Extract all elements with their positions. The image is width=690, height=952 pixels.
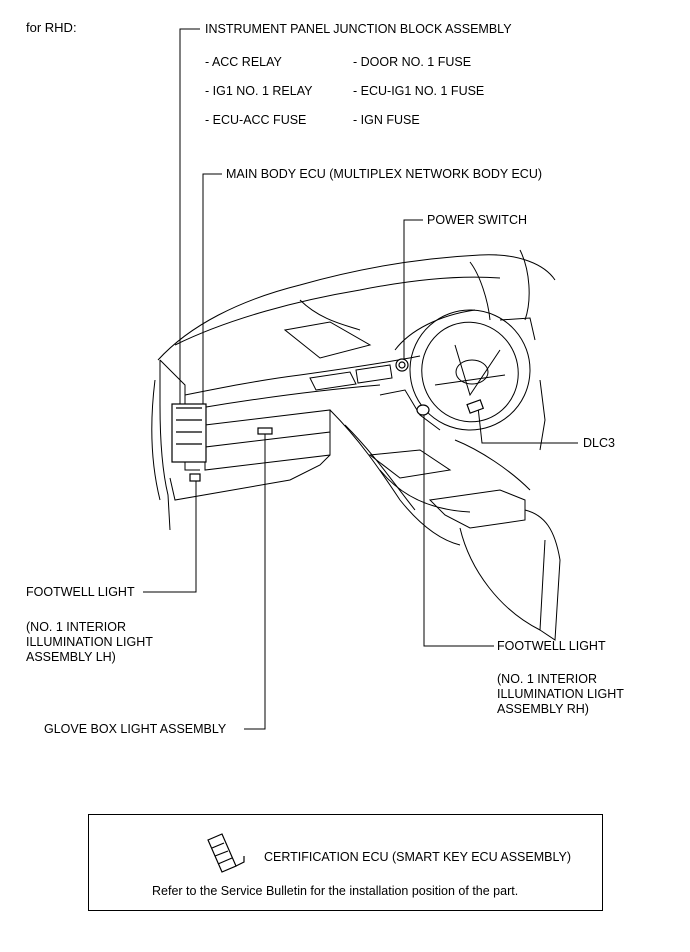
main-body-ecu-label: MAIN BODY ECU (MULTIPLEX NETWORK BODY EC… xyxy=(226,167,543,181)
junction-item: - IG1 NO. 1 RELAY xyxy=(205,84,313,98)
footwell-lh-subtitle: ASSEMBLY LH) xyxy=(26,650,116,664)
power-switch-shape xyxy=(395,358,409,372)
leader-footwell-rh xyxy=(423,414,494,647)
footwell-lh-subtitle: ILLUMINATION LIGHT xyxy=(26,635,153,649)
footwell-lh-subtitle: (NO. 1 INTERIOR xyxy=(26,620,127,634)
footwell-lh-shape xyxy=(189,473,201,482)
junction-block-title: INSTRUMENT PANEL JUNCTION BLOCK ASSEMBLY xyxy=(205,22,512,36)
junction-item: - ECU-ACC FUSE xyxy=(205,113,307,127)
footwell-rh-shape xyxy=(416,404,430,416)
variant-label: for RHD: xyxy=(26,20,77,35)
glove-box-label: GLOVE BOX LIGHT ASSEMBLY xyxy=(44,722,227,736)
junction-block-shape xyxy=(171,403,207,463)
leader-power-switch xyxy=(403,219,423,362)
leader-lines xyxy=(143,28,578,730)
footwell-rh-subtitle: ASSEMBLY RH) xyxy=(497,702,589,716)
dlc3-label: DLC3 xyxy=(583,436,615,450)
leader-junction-block xyxy=(179,28,200,405)
footwell-lh-title: FOOTWELL LIGHT xyxy=(26,585,135,599)
footwell-rh-title: FOOTWELL LIGHT xyxy=(497,639,606,653)
certification-ecu-label: CERTIFICATION ECU (SMART KEY ECU ASSEMBL… xyxy=(264,850,572,864)
leader-glove-box xyxy=(244,434,266,730)
component-shapes xyxy=(171,358,485,482)
leader-dlc3 xyxy=(477,406,578,444)
junction-item: - ACC RELAY xyxy=(205,55,282,69)
dlc3-shape xyxy=(466,399,485,414)
service-bulletin-note: Refer to the Service Bulletin for the in… xyxy=(152,884,519,898)
junction-item: - ECU-IG1 NO. 1 FUSE xyxy=(353,84,485,98)
certification-ecu-icon xyxy=(207,833,245,873)
footwell-rh-subtitle: ILLUMINATION LIGHT xyxy=(497,687,624,701)
power-switch-label: POWER SWITCH xyxy=(427,213,527,227)
junction-item: - DOOR NO. 1 FUSE xyxy=(353,55,472,69)
dashboard-outline xyxy=(151,249,561,641)
leader-main-body-ecu xyxy=(202,173,222,410)
footwell-rh-subtitle: (NO. 1 INTERIOR xyxy=(497,672,598,686)
junction-item: - IGN FUSE xyxy=(353,113,420,127)
legend-box xyxy=(88,814,603,911)
leader-footwell-lh xyxy=(143,478,197,593)
glove-box-light-shape xyxy=(257,427,273,435)
